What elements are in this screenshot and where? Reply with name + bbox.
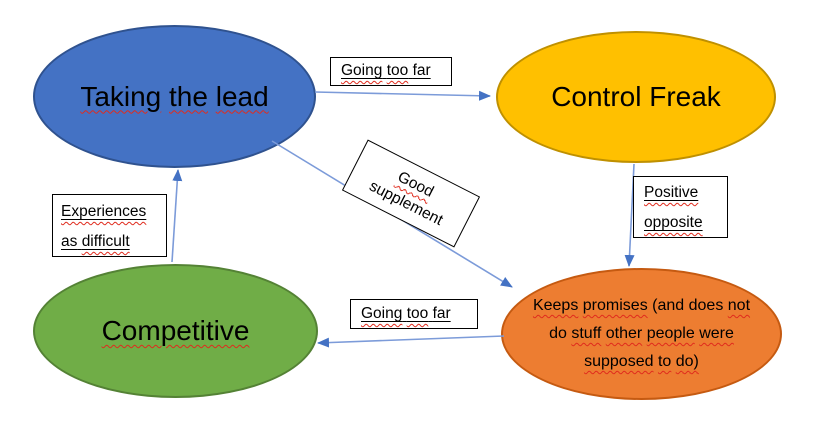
word: Keeps — [532, 297, 579, 314]
node-taking-the-lead[interactable]: Taking the lead — [33, 25, 316, 168]
word: (and — [652, 297, 685, 314]
word: promises — [582, 297, 648, 314]
word: Freak — [649, 81, 721, 112]
label-positive-opposite[interactable]: Positive opposite — [633, 176, 728, 238]
text-line: supposed to do) — [584, 348, 699, 376]
text-line: Going too far — [341, 58, 451, 84]
text-line: Going too far — [361, 300, 477, 327]
label-going-too-far-top[interactable]: Going too far — [330, 57, 452, 86]
word: the — [169, 80, 208, 112]
node-competitive[interactable]: Competitive — [33, 264, 318, 398]
word: people — [646, 325, 695, 342]
label-experiences-as-difficult[interactable]: Experiences as difficult — [52, 194, 167, 257]
arrow-keeps-promises-to-competitive-icon[interactable] — [317, 335, 505, 348]
arrow-taking-the-lead-to-control-freak-icon[interactable] — [314, 90, 491, 101]
word: far — [432, 305, 451, 322]
word: not — [727, 297, 751, 314]
text-line: as difficult — [61, 227, 166, 257]
word: Positive — [644, 184, 699, 201]
node-control-freak[interactable]: Control Freak — [496, 31, 776, 163]
word: far — [412, 62, 431, 79]
word: Taking — [80, 80, 162, 112]
text-line: opposite — [644, 208, 727, 238]
word: lead — [215, 80, 269, 112]
word: does — [688, 297, 724, 314]
node-keeps-promises[interactable]: Keeps promises (and does not do stuff ot… — [501, 268, 782, 400]
text-line: Keeps promises (and does not — [533, 292, 750, 320]
word: to — [657, 353, 672, 370]
word: Going — [361, 305, 403, 322]
word: too — [406, 305, 429, 322]
word: too — [386, 62, 409, 79]
word: stuff — [571, 325, 602, 342]
word: opposite — [644, 214, 703, 231]
word: other — [605, 325, 643, 342]
word: supposed — [584, 353, 654, 370]
label-going-too-far-bottom[interactable]: Going too far — [350, 299, 478, 329]
word: as — [61, 233, 78, 250]
word: Experiences — [61, 203, 147, 220]
word: do) — [675, 353, 699, 370]
word: Control — [551, 81, 642, 112]
text-line: Control Freak — [551, 81, 721, 113]
word: difficult — [81, 233, 130, 250]
word: Competitive — [101, 315, 250, 346]
arrow-competitive-to-taking-the-lead-icon[interactable] — [171, 169, 183, 263]
word: Going — [341, 62, 383, 79]
text-line: Experiences — [61, 197, 166, 227]
text-line: Competitive — [102, 315, 250, 347]
word: were — [699, 325, 734, 342]
text-line: Positive — [644, 178, 727, 208]
text-line: Taking the lead — [80, 81, 268, 113]
text-line: do stuff other people were — [549, 320, 734, 348]
word: do — [549, 325, 567, 342]
